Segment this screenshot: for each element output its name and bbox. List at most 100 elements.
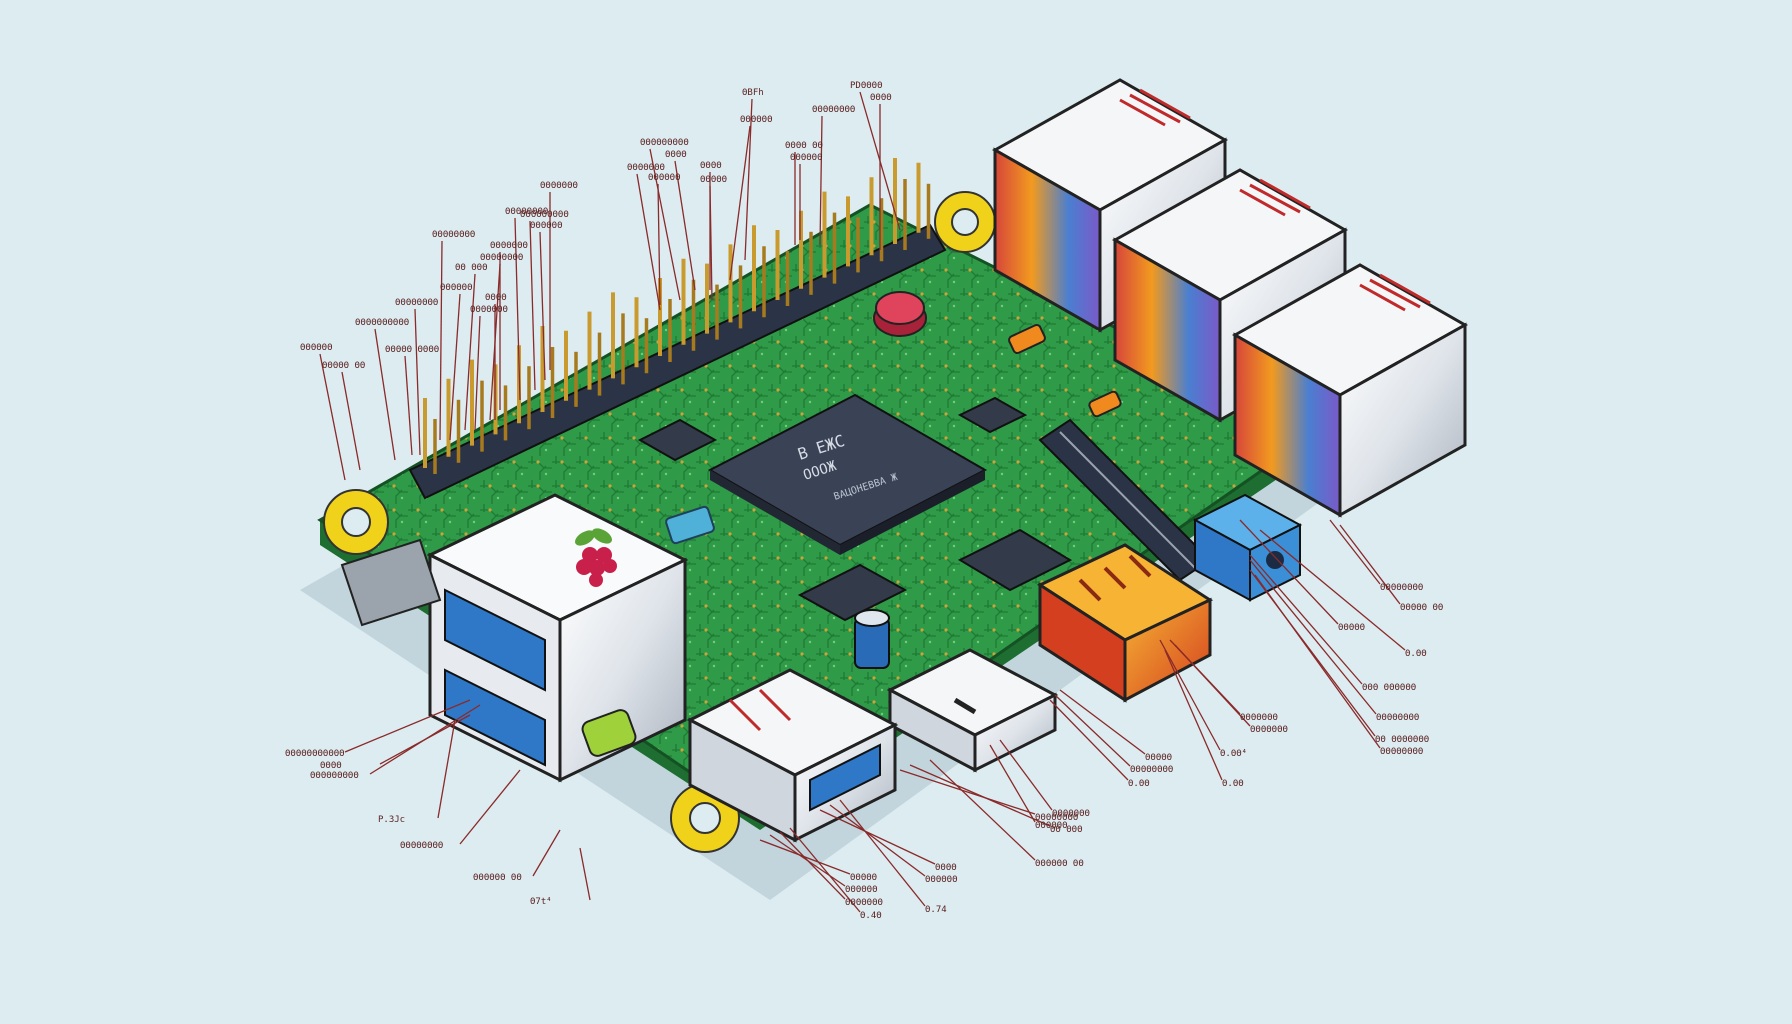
callout-label: ΘΘΘΘΘΘ [648,173,681,183]
soc-chip: B ЕЖС ОООЖ ВАЦОНЕВВА Ж [707,393,988,555]
sd-slot-icon [340,538,442,627]
callout-label: ΘΘΘΘΘΘΘΘ [812,105,855,115]
leader-line [539,231,546,381]
callout-label: Θ.ΘΘ [1222,779,1244,789]
leader-line [1164,649,1223,781]
callout-label: ΘΘ ΘΘΘ [455,263,488,273]
callout-label: ΘΘΘΘΘΘΘΘ [1130,765,1173,775]
callout-label: P.3Jc [378,815,405,825]
leader-line [779,831,846,900]
callout-label: Θ.ΘΘ⁴ [1220,749,1247,759]
leader-line [1249,559,1377,715]
reset-button-icon [873,291,927,337]
callout-label: ΘΘΘΘΘΘ [845,885,878,895]
leader-line [999,739,1053,811]
leader-line [929,759,1036,861]
leader-line [674,160,696,291]
callout-label: ΘΘΘΘ [320,761,342,771]
callout-label: ΘΘΘΘΘΘΘΘΘ [520,210,569,220]
callout-label: ΘΘΘΘΘΘΘΘ [432,230,475,240]
leader-line [1249,554,1363,685]
callout-label: ΘΘΘΘΘ [700,175,727,185]
callout-label: ΘΘΘΘΘΘ ΘΘ [1035,859,1084,869]
leader-line [1159,639,1221,751]
callout-label: Θ.ΘΘ [1128,779,1150,789]
leader-line [344,699,471,753]
leader-line [1174,644,1251,727]
callout-label: ΘΘΘΘΘΘΘΘ [1035,813,1078,823]
callout-label: ΘΘΘΘΘΘΘ [470,305,508,315]
usb-port-icon [686,668,899,843]
callout-label: ΘΘΘΘΘΘΘΘΘΘ [355,318,409,328]
callout-label: ΘΘΘΘΘΘΘ [540,181,578,191]
callout-label: ΘΘΘΘΘΘΘΘ [395,298,438,308]
leader-line [1059,689,1146,755]
leader-line [374,328,396,461]
leader-line [529,220,536,391]
callout-label: ΘΘΘΘΘΘΘ [490,241,528,251]
callout-label: ΘΘΘΘΘΘ ΘΘ [473,873,522,883]
leader-line [899,769,1036,815]
callout-labels: ΘBFhPDΘΘΘΘΘΘΘΘΘΘΘΘΘΘΘΘΘΘΘΘΘΘΘΘΘΘΘΘΘΘΘΘΘΘ… [285,81,1443,921]
leader-line [414,308,421,456]
leader-line [474,315,481,431]
ic-chip [957,528,1073,592]
callout-label: ΘΘΘΘΘ ΘΘ [322,361,365,371]
leader-line [459,769,521,845]
leader-line [514,217,521,401]
callout-label: ΘΘΘΘΘΘ [440,283,473,293]
callout-label: ΘΘΘΘΘΘ [925,875,958,885]
callout-label: ΘΘΘΘΘ ΘΘΘΘ [385,345,439,355]
led-icon [1088,390,1122,418]
leader-line [489,263,501,421]
leader-line [829,804,926,877]
leader-line [649,148,681,301]
hdmi-port-icon [1036,543,1214,703]
callout-label: ΘΘΘΘ [870,93,892,103]
leader-line [744,98,753,261]
ic-chip [957,396,1028,434]
callout-label: ΘΘΘΘΘΘΘ [1052,809,1090,819]
callout-label: ΘΘΘΘΘΘΘΘ [480,253,523,263]
callout-label: Θ.74 [925,905,947,915]
callout-label: ΘΘΘΘΘΘΘΘΘ [640,138,689,148]
callout-label: ΘΘΘΘ [700,161,722,171]
leader-line [1329,519,1381,585]
leader-line [1054,694,1131,767]
callout-label: ΘΘΘΘΘΘ [1035,821,1068,831]
callout-label: ΘΘΘΘΘΘΘ [845,898,883,908]
ic-chip [637,418,718,462]
leader-line [657,183,661,306]
leader-line [532,829,561,877]
leader-line [729,125,751,281]
inductor-icon [581,709,637,757]
callout-label: ΘΘΘΘΘΘΘΘ [400,841,443,851]
ethernet-port-icon [1231,263,1469,518]
leader-line [636,173,661,311]
leader-line [989,744,1036,823]
leader-line [789,827,861,913]
leader-line [709,185,713,301]
leader-line [404,355,413,456]
callout-label: Θ7t⁴ [530,897,552,907]
leader-lines [319,91,1406,913]
led-icon [1008,323,1046,355]
callout-label: ΘΘΘΘΘΘ [740,115,773,125]
callout-label: ΘΘΘΘ ΘΘ [785,141,823,151]
callout-label: PDΘΘΘΘ [850,81,883,91]
leader-line [1049,699,1129,781]
callout-label: ΘΘΘΘΘΘΘΘ [1380,583,1423,593]
ic-chip [797,563,908,622]
callout-label: ΘΘΘΘΘΘ [300,343,333,353]
callout-label: ΘBFh [742,88,764,98]
callout-label: ΘΘΘΘΘ ΘΘ [1400,603,1443,613]
callout-label: ΘΘΘΘΘΘΘ [1250,725,1288,735]
leader-line [341,371,361,471]
callout-label: ΘΘΘΘΘΘΘΘ [505,207,548,217]
callout-label: ΘΘΘΘ [935,863,957,873]
callout-label: ΘΘΘΘΘΘΘΘΘΘΘ [285,749,345,759]
mount-hole-left [323,489,389,555]
callout-label: ΘΘ ΘΘΘΘΘΘΘ [1375,735,1429,745]
